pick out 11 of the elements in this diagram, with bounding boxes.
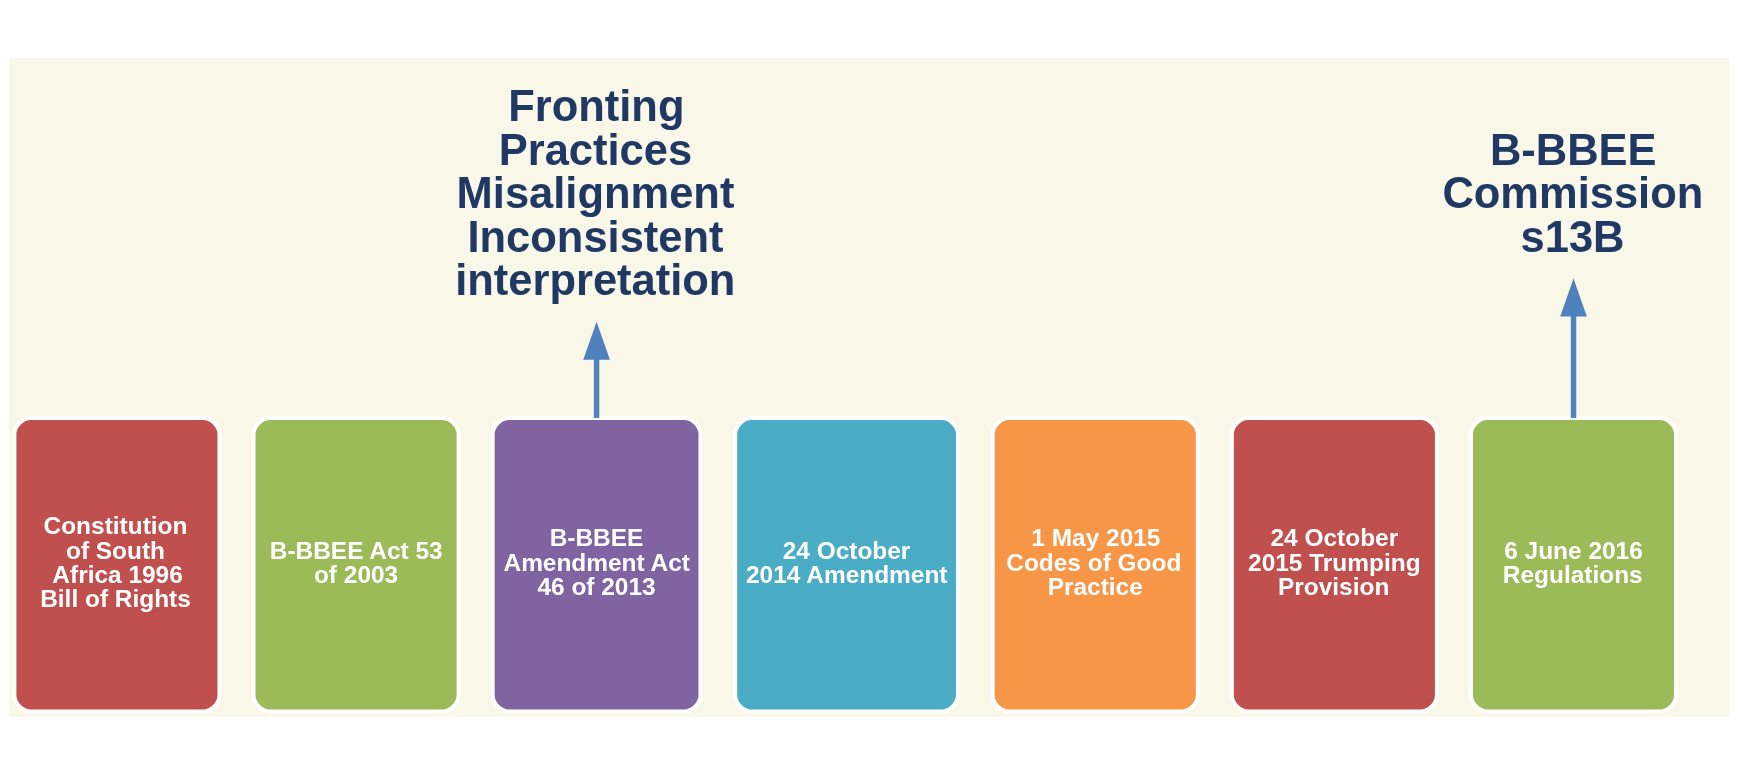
node-box: 24 October 2015 Trumping Provision: [1229, 415, 1439, 714]
node-box: 6 June 2016 Regulations: [1468, 415, 1679, 714]
node-box: 1 May 2015 Codes of Good Practice: [990, 415, 1200, 714]
arrow: [1560, 277, 1587, 418]
node-box: B-BBEE Amendment Act 46 of 2013: [490, 415, 703, 714]
node-text: B-BBEE Commission s13B: [1442, 125, 1704, 261]
node-box: B-BBEE Act 53 of 2003: [251, 415, 461, 714]
node-box: 24 October 2014 Amendment: [733, 415, 961, 714]
node-box: Constitution of South Africa 1996 Bill of Rights: [12, 415, 222, 714]
arrow: [583, 321, 610, 418]
node-text: Fronting Practices Misalignment Inconsistent interpretation: [455, 81, 736, 304]
